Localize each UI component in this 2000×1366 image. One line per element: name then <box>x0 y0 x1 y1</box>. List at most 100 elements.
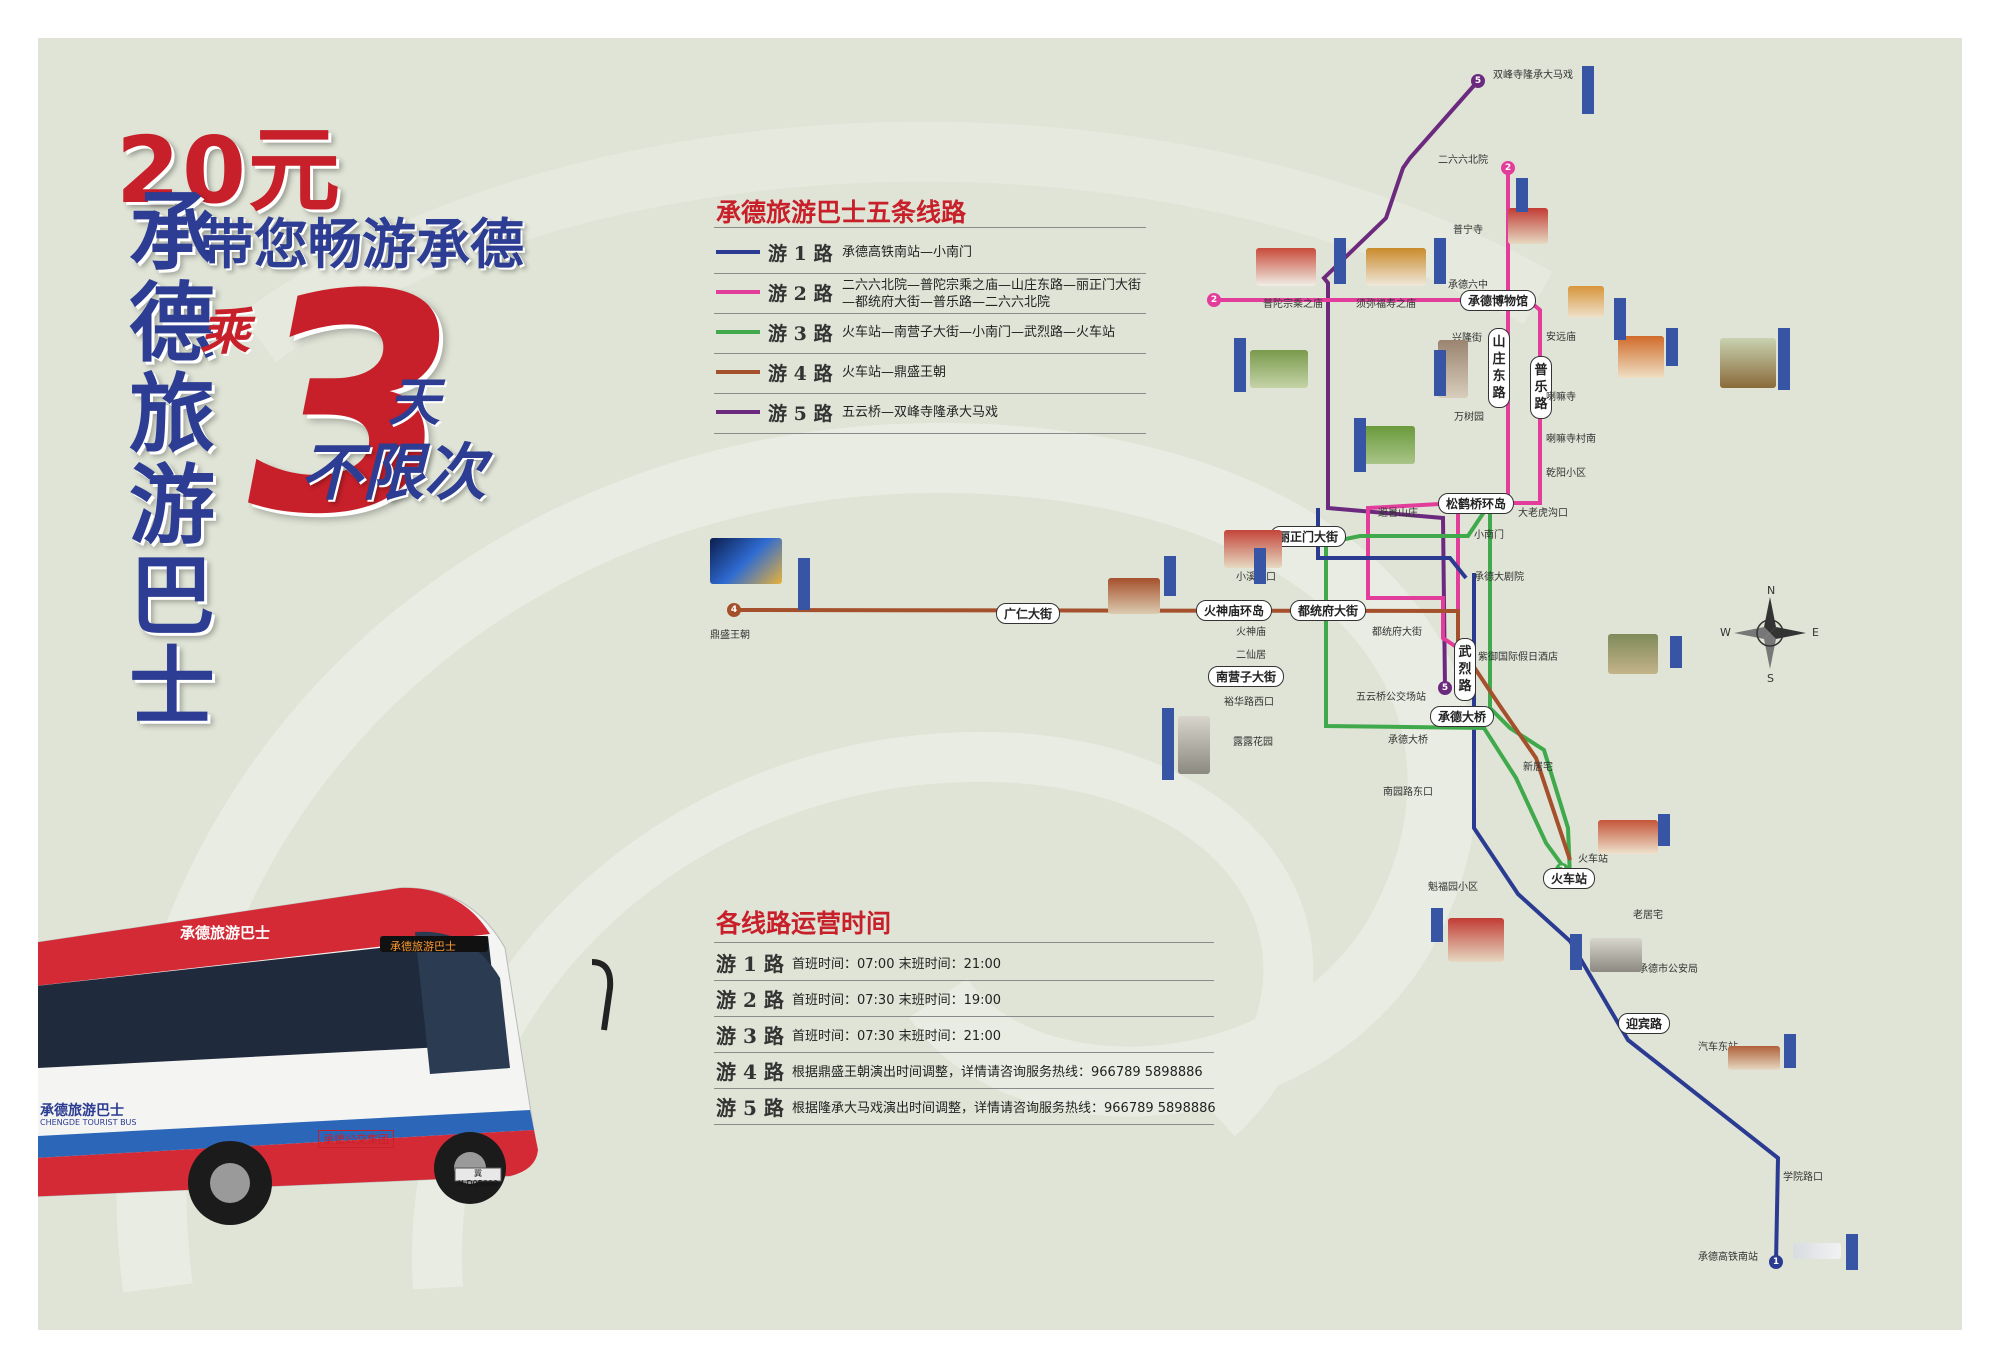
compass-w: W <box>1720 626 1731 639</box>
summer-resort-photo <box>1363 426 1415 464</box>
route-3-color-swatch <box>716 330 760 334</box>
government-building-photo <box>1590 938 1642 972</box>
landmark-tag <box>1658 814 1670 846</box>
stop-xumi-temple: 须弥福寿之庙 <box>1356 299 1416 310</box>
brand-char: 承 <box>129 183 215 283</box>
high-speed-train-photo <box>1793 1243 1841 1259</box>
landmark-tag <box>1582 66 1594 114</box>
stop-wuyun-bridge: 五云桥公交场站 <box>1356 692 1426 703</box>
hub-wulie-road: 武烈路 <box>1454 638 1476 701</box>
route-2-west-badge: 2 <box>1207 293 1221 307</box>
lama-temple-photo <box>1618 336 1664 378</box>
poster: 20元 承 德 旅 游 巴 士 带您畅游承德 乘 3 天 不限次 承德旅游巴士五… <box>38 38 1962 1330</box>
route-4-terminal-badge: 4 <box>727 603 741 617</box>
schedule-row-3: 游 3 路 首班时间：07:30 末班时间：21:00 <box>714 1016 1214 1053</box>
compass-e: E <box>1812 626 1819 639</box>
bus-license-plate: 冀H·D05000 <box>457 1169 499 1188</box>
hub-guangren: 广仁大街 <box>996 603 1061 624</box>
stop-dutongfu: 都统府大街 <box>1372 627 1422 638</box>
route-2-terminal-badge: 2 <box>1501 161 1515 175</box>
stop-ziyu-hotel: 紫御国际假日酒店 <box>1478 652 1558 663</box>
route-5-line <box>1321 79 1480 689</box>
brand-vertical-title: 承 德 旅 游 巴 士 <box>122 188 222 734</box>
route-row-3: 游 3 路 火车站—南营子大街—小南门—武烈路—火车站 <box>714 313 1146 354</box>
landmark-tag <box>1164 556 1176 596</box>
landmark-tag <box>1354 418 1366 472</box>
bus-side-logo-en: CHENGDE TOURIST BUS <box>40 1118 137 1127</box>
schedule-time: 根据隆承大马戏演出时间调整，详情请咨询服务热线：966789 5898886 <box>792 1101 1216 1116</box>
schedule-panel-title: 各线路运营时间 <box>716 909 892 938</box>
landmark-tag <box>1670 636 1682 668</box>
stop-summer-resort: 避暑山庄 <box>1378 508 1418 519</box>
anyuan-temple-photo <box>1568 286 1604 318</box>
schedule-time: 首班时间：07:30 末班时间：21:00 <box>792 1029 1002 1044</box>
route-row-4: 游 4 路 火车站—鼎盛王朝 <box>714 353 1146 394</box>
stop-police-bureau: 承德市公安局 <box>1638 964 1698 975</box>
route-name: 游 3 路 <box>768 323 833 345</box>
route-desc: 火车站—南营子大街—小南门—武烈路—火车站 <box>842 325 1116 340</box>
schedule-route-name: 游 3 路 <box>716 1024 784 1048</box>
route-3-line <box>1324 496 1572 878</box>
schedule-time: 首班时间：07:00 末班时间：21:00 <box>792 957 1002 972</box>
route-1-terminal-badge: 1 <box>1769 1255 1783 1269</box>
stop-erxianju: 二仙居 <box>1236 650 1266 661</box>
brand-char: 旅 <box>129 365 215 465</box>
stop-huoshen-temple: 火神庙 <box>1236 627 1266 638</box>
stop-nanyuan-road: 南园路东口 <box>1383 787 1433 798</box>
route-name: 游 2 路 <box>768 283 833 305</box>
tagline: 带您畅游承德 <box>200 213 524 276</box>
route-desc: 五云桥—双峰寺隆承大马戏 <box>842 405 999 420</box>
rocky-hill-photo <box>1608 634 1658 674</box>
stop-xinjuzhai: 新居宅 <box>1523 762 1553 773</box>
stop-xiaonanmen: 小南门 <box>1474 530 1504 541</box>
route-row-2: 游 2 路 二六六北院—普陀宗乘之庙—山庄东路—丽正门大街—都统府大街—普乐路—… <box>714 273 1146 314</box>
stop-putuo-temple: 普陀宗乘之庙 <box>1263 299 1323 310</box>
stop-lulu-garden: 露露花园 <box>1233 737 1273 748</box>
landmark-tag <box>1784 1034 1796 1068</box>
ride-label: 乘 <box>200 303 250 361</box>
hub-nanyingzi: 南营子大街 <box>1208 666 1285 687</box>
routes-panel-title: 承德旅游巴士五条线路 <box>716 198 967 227</box>
bus-side-logo: 承德旅游巴士 <box>40 1103 124 1119</box>
landmark-tag <box>1234 338 1246 392</box>
landmark-tag <box>1434 238 1446 284</box>
stop-no6-school: 承德六中 <box>1448 280 1488 291</box>
schedule-row-4: 游 4 路 根据鼎盛王朝演出时间调整，详情请咨询服务热线：966789 5898… <box>714 1052 1214 1089</box>
schedule-row-2: 游 2 路 首班时间：07:30 末班时间：19:00 <box>714 980 1214 1017</box>
landmark-tag <box>798 558 810 610</box>
qingchui-peak-photo <box>1720 338 1776 388</box>
hub-railway-station: 火车站 <box>1543 868 1596 889</box>
puning-temple-photo <box>1508 208 1548 244</box>
schedule-route-name: 游 2 路 <box>716 988 784 1012</box>
xumi-temple-photo <box>1366 248 1426 286</box>
route-map-lines <box>733 79 1806 1264</box>
stop-dingsheng: 鼎盛王朝 <box>710 630 750 641</box>
route-desc: 二六六北院—普陀宗乘之庙—山庄东路—丽正门大街—都统府大街—普乐路—二六六北院 <box>842 278 1142 310</box>
stop-shuangfeng: 双峰寺隆承大马戏 <box>1493 70 1573 81</box>
schedule-panel: 各线路运营时间 游 1 路 首班时间：07:00 末班时间：21:00 游 2 … <box>714 904 1224 1134</box>
schedule-time: 首班时间：07:30 末班时间：19:00 <box>792 993 1002 1008</box>
stop-lama-temple: 喇嘛寺 <box>1546 392 1576 403</box>
stop-laojuzhai: 老居宅 <box>1633 910 1663 921</box>
brand-char: 游 <box>129 456 215 556</box>
bus-roof-sign: 承德旅游巴士 <box>180 924 271 942</box>
stop-east-bus-station: 汽车东站 <box>1698 1042 1738 1053</box>
route-5-south-badge: 5 <box>1438 681 1452 695</box>
stop-anyuan-temple: 安远庙 <box>1546 332 1576 343</box>
landmark-tag <box>1334 238 1346 284</box>
stop-railway-station: 火车站 <box>1578 854 1608 865</box>
schedule-row-5: 游 5 路 根据隆承大马戏演出时间调整，详情请咨询服务热线：966789 589… <box>714 1088 1216 1125</box>
hub-chengde-bridge: 承德大桥 <box>1430 706 1495 727</box>
martyrs-monument-photo <box>1178 716 1210 774</box>
compass-s: S <box>1767 672 1774 685</box>
landmark-tag <box>1254 548 1266 584</box>
stop-lama-village: 喇嘛寺村南 <box>1546 434 1596 445</box>
stop-puning-temple: 普宁寺 <box>1453 225 1483 236</box>
hub-yingbin-road: 迎宾路 <box>1618 1013 1671 1034</box>
schedule-time: 根据鼎盛王朝演出时间调整，详情请咨询服务热线：966789 5898886 <box>792 1065 1203 1080</box>
schedule-route-name: 游 4 路 <box>716 1060 784 1084</box>
compass-n: N <box>1767 584 1776 597</box>
brand-char: 巴 <box>129 547 215 647</box>
bus-front-led: 承德旅游巴士 <box>390 940 456 953</box>
hub-dutongfu: 都统府大街 <box>1290 600 1367 621</box>
